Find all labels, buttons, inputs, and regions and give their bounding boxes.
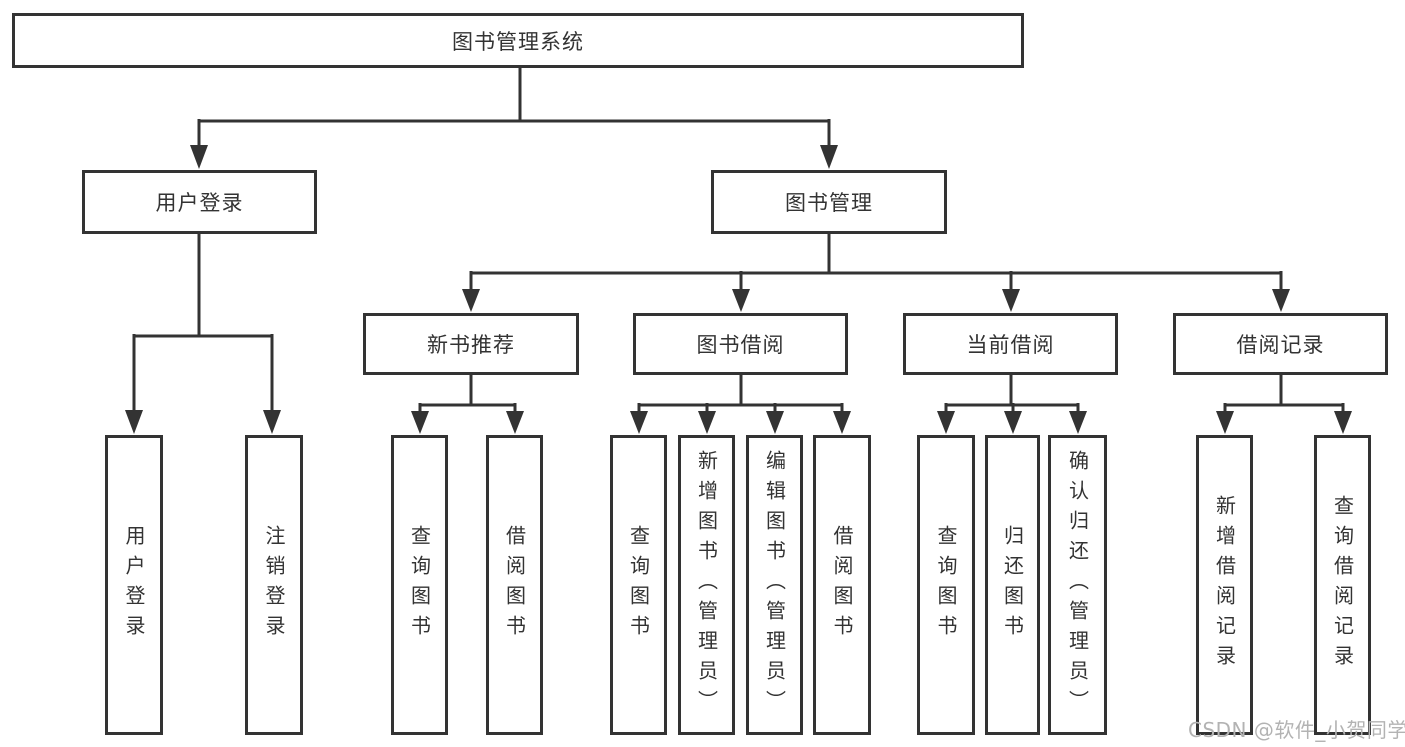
- node-library-system: 图书管理系统: [12, 13, 1024, 68]
- node-leaf-add-books-admin: 新增图书（管理员）: [678, 435, 735, 735]
- node-leaf-return-books: 归还图书: [985, 435, 1040, 735]
- node-user-login: 用户登录: [82, 170, 317, 234]
- leaf-label: 借阅图书: [830, 525, 854, 645]
- node-leaf-logout: 注销登录: [245, 435, 303, 735]
- csdn-watermark: CSDN @软件_小贺同学: [1188, 718, 1405, 742]
- node-leaf-edit-books-admin: 编辑图书（管理员）: [746, 435, 803, 735]
- node-leaf-borrow-books-borrow: 借阅图书: [813, 435, 871, 735]
- leaf-label: 查询借阅记录: [1330, 495, 1355, 675]
- arrowhead-icons: [125, 145, 1352, 434]
- node-leaf-confirm-return-admin: 确认归还（管理员）: [1048, 435, 1107, 735]
- leaf-label: 归还图书: [1000, 525, 1025, 645]
- leaf-label: 用户登录: [122, 525, 146, 645]
- leaf-label: 新增图书（管理员）: [694, 450, 719, 720]
- node-leaf-query-books-borrow: 查询图书: [610, 435, 667, 735]
- node-current-borrow: 当前借阅: [903, 313, 1118, 375]
- node-new-book-recommend: 新书推荐: [363, 313, 579, 375]
- node-leaf-query-books-recommend: 查询图书: [391, 435, 448, 735]
- leaf-label: 查询图书: [934, 525, 958, 645]
- node-book-management: 图书管理: [711, 170, 947, 234]
- node-leaf-query-borrow-record: 查询借阅记录: [1314, 435, 1371, 735]
- node-borrow-records: 借阅记录: [1173, 313, 1388, 375]
- leaf-label: 借阅图书: [502, 525, 527, 645]
- node-book-borrow: 图书借阅: [633, 313, 848, 375]
- connector-paths: [132, 66, 1345, 413]
- node-leaf-borrow-books-recommend: 借阅图书: [486, 435, 543, 735]
- leaf-label: 注销登录: [262, 525, 286, 645]
- node-leaf-query-books-current: 查询图书: [917, 435, 975, 735]
- node-leaf-add-borrow-record: 新增借阅记录: [1196, 435, 1253, 735]
- leaf-label: 确认归还（管理员）: [1065, 450, 1090, 720]
- node-leaf-user-login: 用户登录: [105, 435, 163, 735]
- leaf-label: 查询图书: [626, 525, 651, 645]
- leaf-label: 查询图书: [407, 525, 432, 645]
- leaf-label: 编辑图书（管理员）: [762, 450, 787, 720]
- leaf-label: 新增借阅记录: [1212, 495, 1237, 675]
